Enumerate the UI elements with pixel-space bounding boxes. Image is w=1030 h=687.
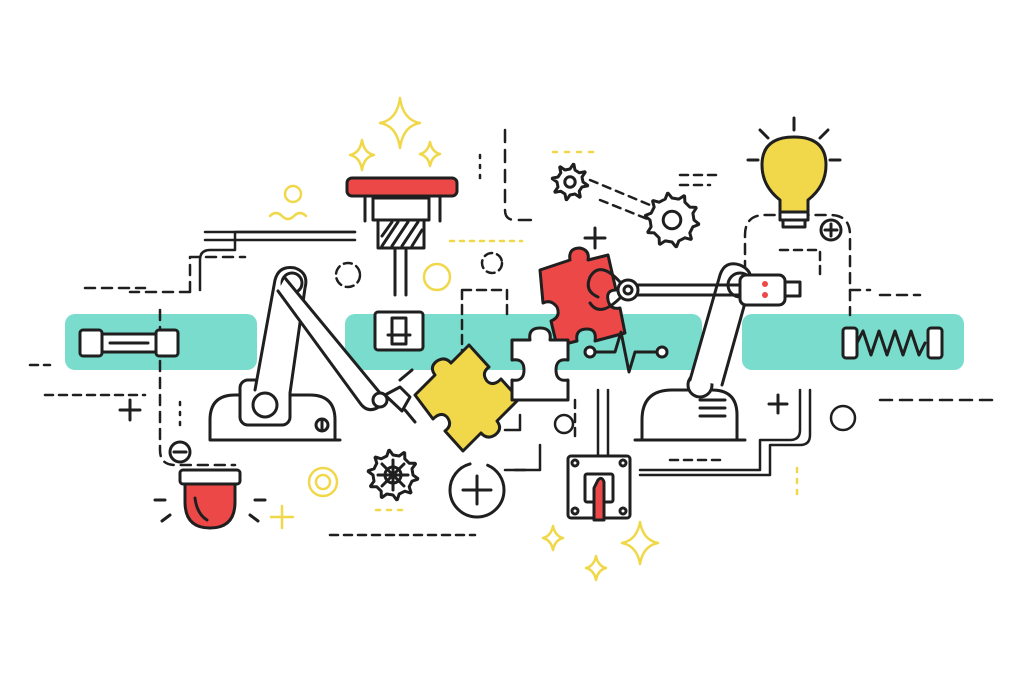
spring-icon bbox=[841, 326, 944, 360]
gear-icon bbox=[366, 162, 701, 502]
connector-lines bbox=[28, 128, 997, 537]
minus-icon bbox=[168, 440, 192, 464]
fuse-icon bbox=[78, 328, 180, 358]
hydraulic-press-icon bbox=[345, 176, 459, 352]
outline-circles bbox=[334, 251, 857, 435]
gear-hub bbox=[563, 175, 577, 189]
robotic-arm-left-icon bbox=[208, 266, 417, 442]
alarm-light-icon bbox=[153, 468, 267, 530]
crosshair-icon bbox=[448, 461, 506, 519]
robotic-arm-right-icon bbox=[586, 262, 802, 442]
gear-icon-small bbox=[550, 162, 590, 202]
toggle-switch-icon bbox=[566, 454, 632, 522]
plus-icon bbox=[118, 218, 843, 422]
sparkle-icon bbox=[269, 96, 660, 582]
gear-icon-large bbox=[643, 191, 701, 249]
yellow-accents bbox=[178, 150, 799, 512]
puzzle-piece-red-icon bbox=[538, 246, 627, 348]
heartbeat-icon bbox=[583, 330, 669, 374]
gear-hub bbox=[661, 209, 683, 231]
puzzle-piece-outline-icon bbox=[510, 326, 570, 402]
light-bulb-icon bbox=[746, 116, 842, 229]
